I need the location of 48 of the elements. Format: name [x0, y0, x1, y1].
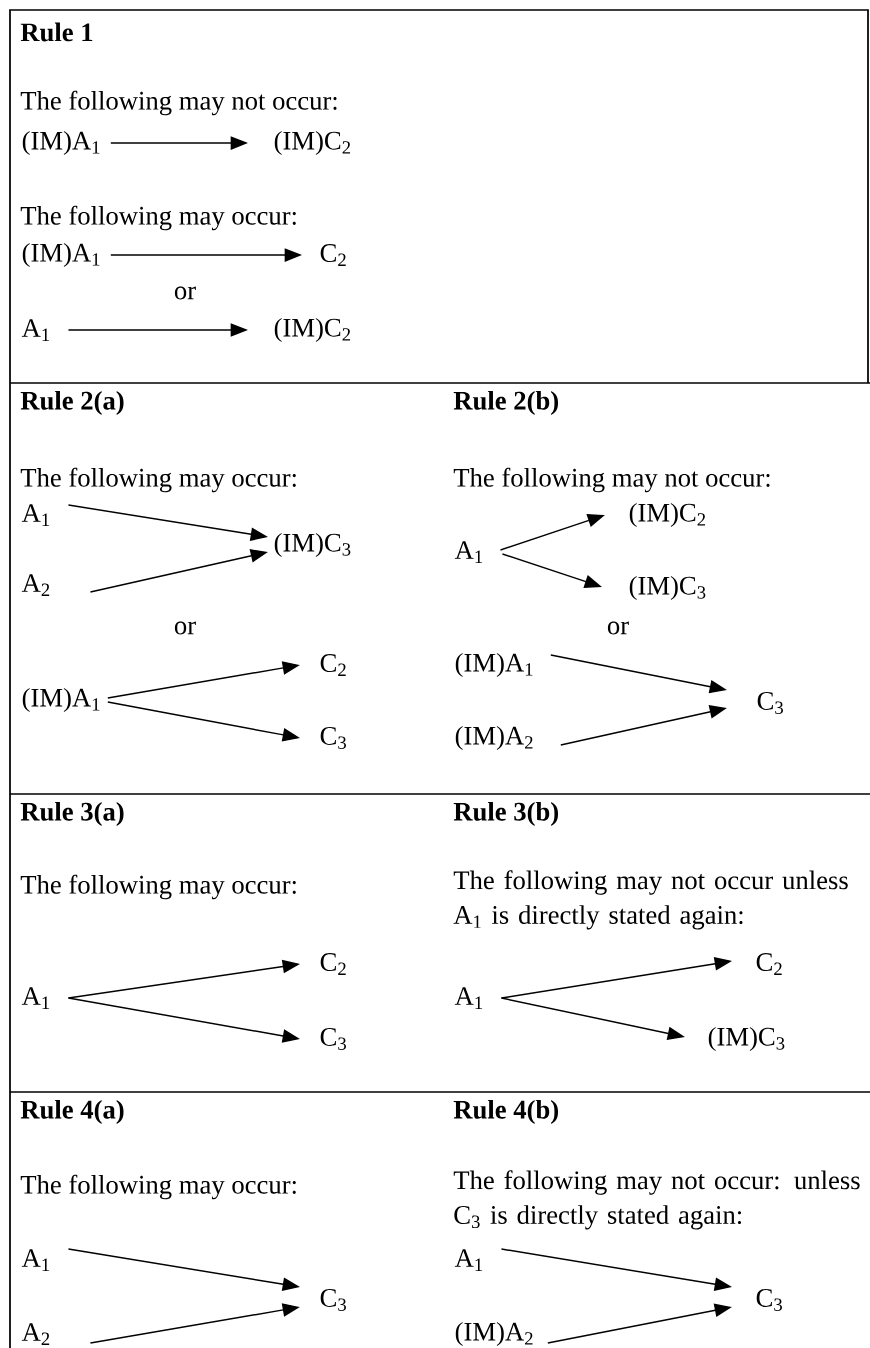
rule-text: or — [607, 621, 629, 635]
term-label: A$_{1}$ — [454, 1249, 483, 1271]
term-label: (IM)A$_{1}$ — [22, 687, 100, 713]
term-label: (IM)C$_{3}$ — [708, 1026, 785, 1052]
rule-text: The following may occur: — [20, 467, 296, 493]
term-label: (IM)C$_{3}$ — [629, 575, 706, 601]
term-label: C$_{3}$ — [757, 692, 783, 714]
term-label: C$_{2}$ — [756, 953, 782, 975]
term-label: C$_{2}$ — [320, 654, 346, 676]
rule-heading: Rule 2(a) — [20, 390, 124, 416]
term-label: C$_{2}$ — [320, 244, 346, 266]
term-label: (IM)C$_{2}$ — [274, 130, 351, 156]
term-label: (IM)A$_{1}$ — [22, 130, 100, 156]
term-label: A$_{2}$ — [21, 574, 50, 596]
term-label: A$_{1}$ — [454, 541, 483, 563]
term-label: C$_{3}$ — [320, 727, 346, 749]
term-label: A$_{1}$ — [21, 987, 50, 1009]
rule-text: The following may not occur: — [20, 90, 337, 116]
rule-heading: Rule 3(b) — [453, 801, 558, 827]
rule-text: The following may not occur unless A$_{1}$ is directly stated again: — [453, 870, 848, 930]
term-label: C$_{3}$ — [320, 1289, 346, 1311]
rule-heading: Rule 4(a) — [20, 1099, 124, 1125]
rule-text: The following may occur: — [20, 1174, 296, 1200]
rule-heading: Rule 3(a) — [20, 801, 124, 827]
term-label: A$_{1}$ — [21, 504, 50, 526]
term-label: A$_{2}$ — [21, 1323, 50, 1345]
term-label: C$_{3}$ — [320, 1028, 346, 1050]
term-label: C$_{3}$ — [756, 1289, 782, 1311]
term-label: (IM)A$_{1}$ — [22, 242, 100, 268]
term-label: (IM)A$_{2}$ — [455, 1321, 533, 1347]
rule-heading: Rule 4(b) — [453, 1099, 558, 1125]
term-label: (IM)C$_{2}$ — [629, 502, 706, 528]
term-label: (IM)C$_{2}$ — [274, 317, 351, 343]
term-label: A$_{1}$ — [21, 319, 50, 341]
rule-text: The following may not occur: — [453, 467, 770, 493]
rule-heading: Rule 1 — [20, 22, 93, 42]
rule-text: The following may occur: — [20, 205, 296, 231]
term-label: A$_{1}$ — [21, 1249, 50, 1271]
rule-heading: Rule 2(b) — [453, 390, 558, 416]
rule-text: or — [174, 621, 196, 635]
rule-text: The following may occur: — [20, 874, 296, 900]
term-label: C$_{2}$ — [320, 953, 346, 975]
rule-text: or — [174, 286, 196, 300]
rule-text: The following may not occur: unless C$_{3}$ is directly stated again: — [453, 1170, 860, 1230]
term-label: (IM)C$_{3}$ — [274, 532, 351, 558]
term-label: (IM)A$_{1}$ — [455, 652, 533, 678]
term-label: A$_{1}$ — [454, 987, 483, 1009]
term-label: (IM)A$_{2}$ — [455, 725, 533, 751]
